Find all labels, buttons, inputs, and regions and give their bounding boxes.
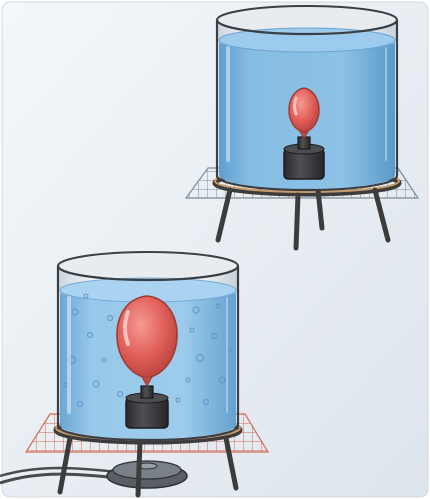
burner [107, 461, 187, 488]
top-water-surface [219, 28, 395, 52]
